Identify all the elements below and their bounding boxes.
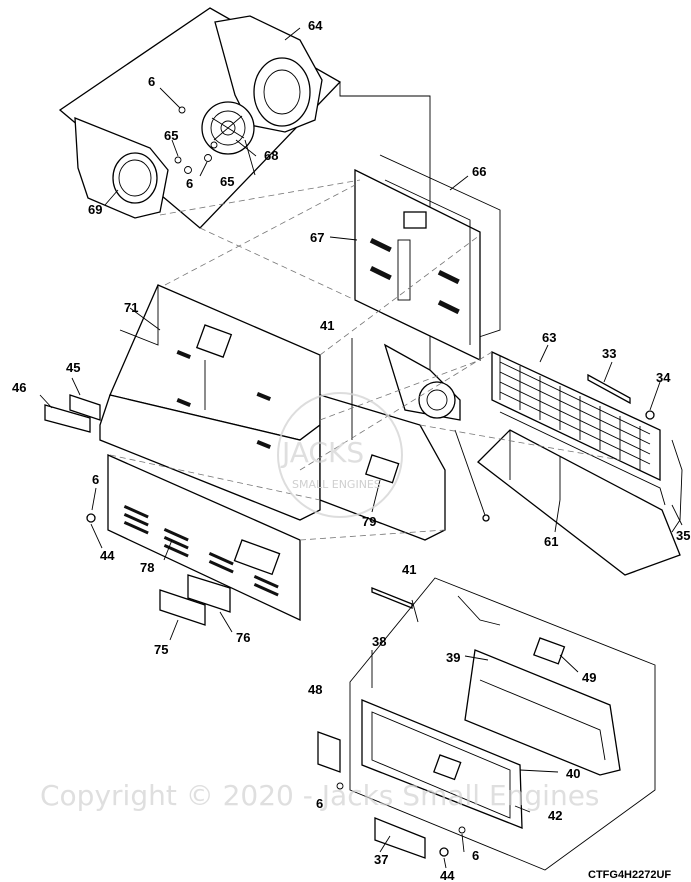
lens-75 [159, 589, 206, 626]
copyright-watermark: Copyright © 2020 - Jacks Small Engines [40, 779, 600, 812]
watermark-brand: JACKS [280, 436, 364, 469]
callout-38: 38 [372, 634, 386, 649]
watermark-tagline: SMALL ENGINES [292, 478, 381, 491]
light-housing-76 [187, 574, 231, 613]
leader-lines [39, 27, 683, 869]
drawing-id: CTFG4H2272UF [588, 869, 671, 881]
grille-panel-78 [107, 454, 301, 622]
callout-41: 41 [320, 318, 334, 333]
callout-65: 65 [164, 128, 178, 143]
drain-pan-61 [477, 411, 681, 576]
callout-79: 79 [362, 514, 376, 529]
callout-78: 78 [140, 560, 154, 575]
callout-39: 39 [446, 650, 460, 665]
fan-assembly-inset [58, 7, 431, 370]
callout-44: 44 [440, 868, 455, 882]
callout-66: 66 [472, 164, 486, 179]
callout-67: 67 [310, 230, 324, 245]
callout-40: 40 [566, 766, 580, 781]
small-parts-left [44, 394, 231, 626]
evaporator-cover-66-67 [354, 154, 501, 362]
callout-49: 49 [582, 670, 596, 685]
callout-34: 34 [656, 370, 671, 385]
heater-35 [671, 439, 683, 533]
cover-45 [69, 394, 101, 421]
callout-76: 76 [236, 630, 250, 645]
callout-69: 69 [88, 202, 102, 217]
plug-44a [86, 513, 96, 523]
cover-48 [317, 731, 341, 773]
rear-panel-71 [99, 284, 321, 521]
callout-42: 42 [548, 808, 562, 823]
alignment-lines [109, 179, 621, 541]
callout-37: 37 [374, 852, 388, 867]
callout-6: 6 [92, 472, 99, 487]
callout-33: 33 [602, 346, 616, 361]
callout-61: 61 [544, 534, 558, 549]
callout-41: 41 [402, 562, 416, 577]
callout-48: 48 [308, 682, 322, 697]
callout-75: 75 [154, 642, 168, 657]
light-lens-46 [44, 404, 91, 433]
control-assembly-inset [317, 577, 656, 871]
callout-46: 46 [12, 380, 26, 395]
callout-63: 63 [542, 330, 556, 345]
callout-64: 64 [308, 18, 323, 33]
board-housing-39 [464, 649, 621, 776]
callout-44: 44 [100, 548, 115, 563]
callout-35: 35 [676, 528, 690, 543]
callout-45: 45 [66, 360, 80, 375]
callout-65: 65 [220, 174, 234, 189]
callout-6: 6 [186, 176, 193, 191]
callout-labels: 64 6 65 6 65 68 69 66 67 71 41 63 33 34 … [12, 18, 690, 882]
callout-6: 6 [316, 796, 323, 811]
bracket-37 [374, 817, 426, 859]
plug-44b [439, 847, 449, 857]
wire-41b [371, 587, 413, 609]
parts-33-34 [587, 373, 655, 420]
watermark-logo: JACKS SMALL ENGINES [277, 392, 403, 518]
callout-68: 68 [264, 148, 278, 163]
fan-49 [533, 637, 566, 665]
callout-6: 6 [148, 74, 155, 89]
callout-6: 6 [472, 848, 479, 863]
evaporator-63 [491, 350, 661, 482]
callout-71: 71 [124, 300, 138, 315]
